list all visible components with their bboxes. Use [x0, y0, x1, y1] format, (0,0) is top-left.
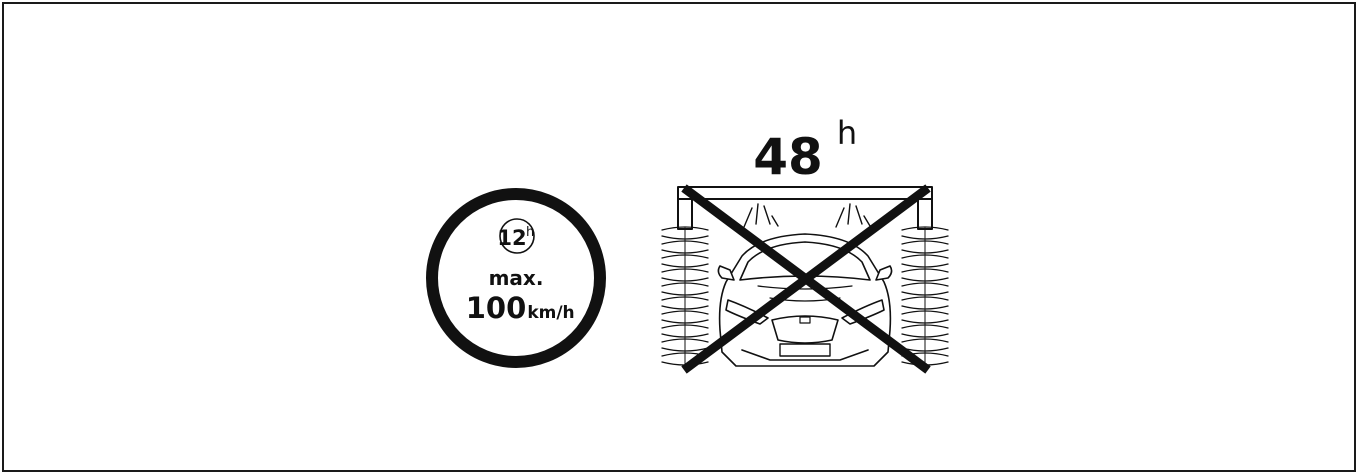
figure-canvas: 12 h max. 100 km/h 48 h: [426, 114, 949, 374]
sign-outer-ring: [426, 188, 606, 368]
speed-sign-hours-unit: h: [526, 225, 534, 240]
car-wash-prohibited-icon: [661, 184, 949, 374]
speed-sign-max-label: max.: [489, 266, 544, 290]
brush-icon-right: [901, 226, 949, 367]
carwash-hours-unit: h: [837, 114, 857, 152]
hours-badge-circle: [499, 218, 535, 254]
speed-limit-sign-icon: 12 h max. 100 km/h: [426, 188, 606, 368]
carwash-hours-label: 48 h: [753, 114, 857, 186]
car-front-icon: [717, 233, 893, 367]
speed-sign-hours-value: 12: [497, 226, 526, 250]
speed-sign-speed-value: 100: [466, 291, 527, 325]
brush-icon-left: [661, 226, 709, 367]
speed-sign-speed-unit: km/h: [527, 303, 574, 323]
car-wash-gantry: [677, 186, 933, 230]
cross-out-icon: [681, 184, 931, 374]
carwash-hours-value: 48: [753, 128, 823, 186]
water-spray-icon: [743, 203, 871, 228]
